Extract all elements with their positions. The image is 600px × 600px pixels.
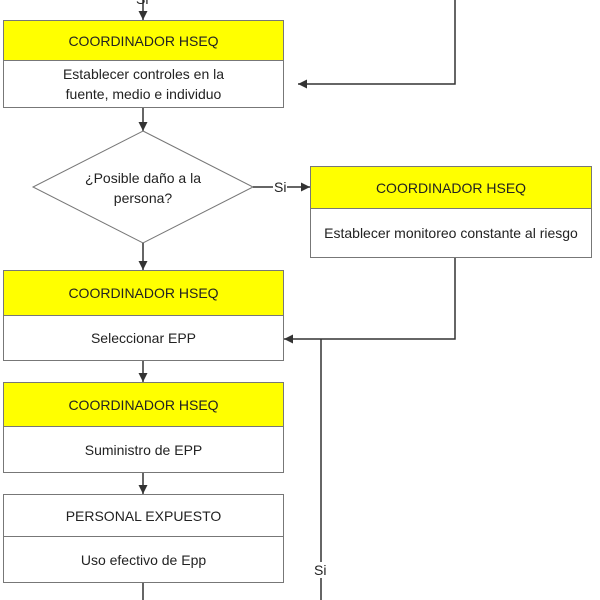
block3-task: Seleccionar EPP bbox=[3, 316, 284, 361]
block2-role-header: COORDINADOR HSEQ bbox=[310, 166, 592, 209]
loop-yes-label: Si bbox=[313, 562, 328, 578]
block5-role-header: PERSONAL EXPUESTO bbox=[3, 494, 284, 537]
block4-task: Suministro de EPP bbox=[3, 427, 284, 473]
decision-yes-label: Si bbox=[273, 179, 288, 195]
block2-task: Establecer monitoreo constante al riesgo bbox=[310, 209, 592, 258]
connector-monitor-loop bbox=[284, 258, 456, 344]
decision-question: ¿Posible daño a la persona? bbox=[85, 170, 201, 206]
top-yes-label: Si bbox=[136, 0, 148, 7]
block1-role-header: COORDINADOR HSEQ bbox=[3, 20, 284, 61]
block1-task: Establecer controles en la fuente, medio… bbox=[3, 61, 284, 108]
block3-role-header: COORDINADOR HSEQ bbox=[3, 270, 284, 316]
connector-top-loop bbox=[298, 0, 456, 89]
block5-task: Uso efectivo de Epp bbox=[3, 537, 284, 583]
block4-role-header: COORDINADOR HSEQ bbox=[3, 382, 284, 427]
